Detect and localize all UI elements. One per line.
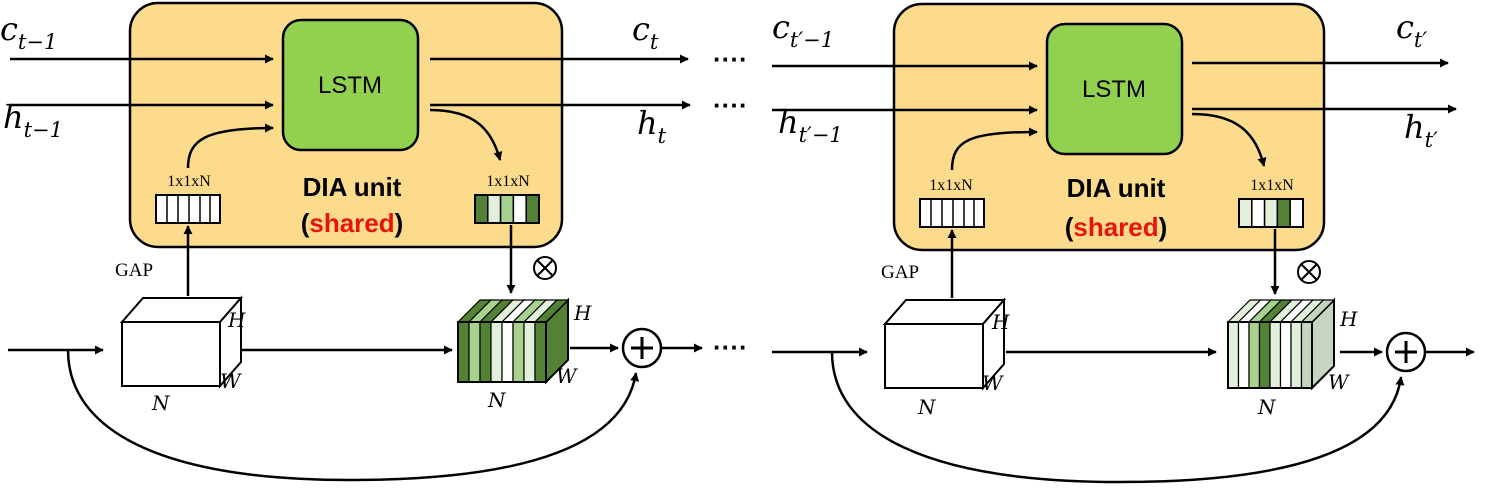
- cube-out-n: N: [1257, 395, 1277, 419]
- cube-front-strip: [1258, 321, 1271, 389]
- cube-front-strip: [512, 321, 525, 383]
- cube-front-strip: [534, 321, 547, 383]
- cube-in-w: W: [982, 371, 1004, 395]
- feature-cube-out: [1226, 297, 1336, 391]
- cube-front-strip: [479, 321, 492, 383]
- lstm-to-vector-arrow: [429, 108, 503, 161]
- vector-strip: [1289, 198, 1304, 228]
- cube-in-n: N: [151, 391, 171, 415]
- cube-in-h: H: [991, 310, 1010, 334]
- vector-strip: [525, 194, 540, 224]
- vector-strip: [474, 194, 489, 224]
- unit-shared-line: (shared): [301, 208, 404, 238]
- lstm-box: [1045, 22, 1184, 156]
- cube-front-strip: [1248, 321, 1261, 389]
- feature-cube-in: [119, 295, 244, 389]
- circled-plus-icon: [1385, 331, 1427, 373]
- cube-outline: [1227, 321, 1313, 389]
- cube-in-h: H: [227, 308, 246, 332]
- lstm-to-vector-arrow: [1191, 112, 1267, 167]
- ellipsis-c: ····: [713, 44, 748, 74]
- c-prev-label: ct′−1: [772, 8, 834, 52]
- skip-connection: [830, 351, 1405, 484]
- gap-vector: [155, 194, 221, 224]
- vec-out-label: 1x1xN: [486, 173, 530, 190]
- cube-front-strip: [1279, 321, 1292, 389]
- lstm-label: LSTM: [1082, 76, 1146, 103]
- circled-plus-icon: [621, 327, 663, 369]
- ellipsis-h: ····: [713, 90, 748, 120]
- cube-front-strip: [1269, 321, 1282, 389]
- vector-strip: [1276, 198, 1291, 228]
- vector-to-lstm-arrow: [186, 123, 274, 169]
- cube-out-n: N: [487, 388, 507, 412]
- h-out-label: ht: [637, 104, 667, 148]
- vec-in-label: 1x1xN: [929, 177, 973, 194]
- circled-times-icon: [533, 256, 557, 280]
- vec-in-label: 1x1xN: [167, 173, 211, 190]
- attention-vector: [474, 194, 540, 224]
- cube-outline: [457, 321, 547, 383]
- cube-front-strip: [523, 321, 536, 383]
- vector-to-lstm-arrow: [950, 127, 1038, 171]
- cube-front-strip: [1237, 321, 1250, 389]
- cube-in-w: W: [220, 369, 242, 393]
- unit-title: DIA unit: [303, 172, 402, 202]
- vector-outline: [1238, 198, 1304, 228]
- vector-strip: [487, 194, 502, 224]
- vector-strip: [1263, 198, 1279, 228]
- vector-outline: [474, 194, 540, 224]
- circled-times-icon: [1297, 260, 1321, 284]
- c-out-label: ct′: [1396, 8, 1427, 52]
- cube-front-strip: [1290, 321, 1303, 389]
- c-out-label: ct: [632, 10, 659, 54]
- cube-out-w: W: [1328, 370, 1350, 394]
- h-prev-label: ht−1: [3, 98, 63, 142]
- cube-out-h: H: [573, 301, 592, 325]
- skip-connection: [66, 349, 640, 482]
- vector-strip: [1251, 198, 1266, 228]
- vec-out-label: 1x1xN: [1250, 177, 1294, 194]
- vector-strip: [499, 194, 515, 224]
- attention-vector: [1238, 198, 1304, 228]
- cube-front-strip: [457, 321, 470, 383]
- cube-front-strip: [501, 321, 514, 383]
- feature-cube-in: [882, 297, 1007, 391]
- c-prev-label: ct−1: [0, 10, 57, 54]
- right-block: LSTM ct′−1 ht′−1 ct′ ht′ 1x1xN 1x1xN DIA…: [772, 2, 1475, 484]
- h-prev-label: ht′−1: [778, 103, 843, 147]
- left-block: LSTM ct−1 ht−1 ct ht 1x1xN 1x1xN DIA uni: [0, 1, 703, 482]
- unit-shared-line: (shared): [1065, 212, 1168, 242]
- cube-front-strip: [1300, 321, 1313, 389]
- cube-in-n: N: [917, 395, 937, 419]
- gap-label: GAP: [881, 262, 919, 283]
- gap-vector: [919, 198, 985, 228]
- cube-front-strip: [1227, 321, 1240, 389]
- vector-strip: [512, 194, 527, 224]
- cube-out-w: W: [556, 364, 578, 388]
- gap-label: GAP: [115, 260, 153, 281]
- cube-front-strip: [468, 321, 481, 383]
- unit-title: DIA unit: [1067, 173, 1166, 203]
- vector-strip: [1238, 198, 1253, 228]
- h-out-label: ht′: [1404, 108, 1438, 152]
- feature-cube-out: [456, 297, 570, 385]
- ellipsis-main: ····: [713, 332, 748, 362]
- cube-out-h: H: [1339, 307, 1358, 331]
- lstm-label: LSTM: [318, 72, 382, 99]
- lstm-box: [281, 18, 420, 152]
- cube-front-strip: [490, 321, 503, 383]
